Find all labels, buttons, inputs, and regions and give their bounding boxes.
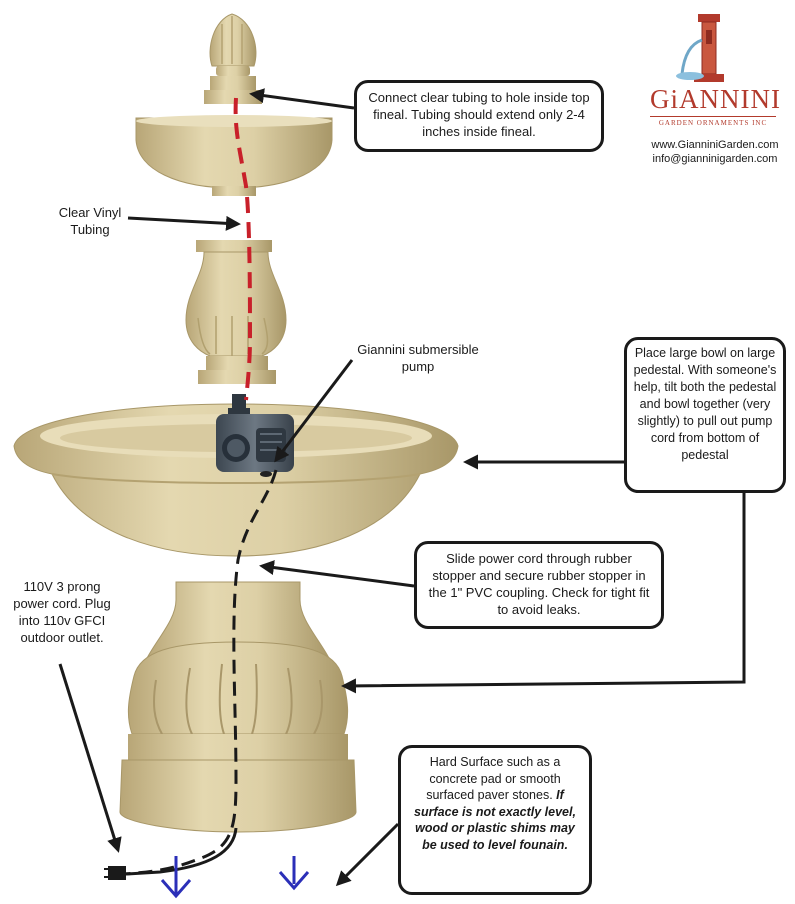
large-bowl-callout-text: Place large bowl on large pedestal. With… (634, 346, 777, 462)
top-fineal-callout: Connect clear tubing to hole inside top … (354, 80, 604, 152)
brand-name: GiANNINI (650, 84, 776, 114)
power-cord-callout-text: Slide power cord through rubber stopper … (429, 551, 650, 617)
top-finial (204, 14, 262, 104)
top-bowl (136, 115, 332, 196)
brand-tagline: GARDEN ORNAMENTS INC (650, 116, 776, 128)
top-fineal-callout-text: Connect clear tubing to hole inside top … (368, 90, 589, 139)
large-bowl-callout: Place large bowl on large pedestal. With… (624, 337, 786, 493)
power-plug-label: 110V 3 prong power cord. Plug into 110v … (6, 578, 118, 646)
power-cord-solid (126, 828, 236, 874)
pump-label-text: Giannini submersible pump (357, 342, 478, 374)
clear-tubing-label-text: Clear Vinyl Tubing (59, 205, 122, 237)
clear-tubing-label: Clear Vinyl Tubing (44, 204, 136, 238)
lower-pedestal (120, 582, 356, 832)
power-cord-callout: Slide power cord through rubber stopper … (414, 541, 664, 629)
hard-surface-callout: Hard Surface such as a concrete pad or s… (398, 745, 592, 895)
email-link[interactable]: info@gianninigarden.com (640, 152, 790, 166)
website-link[interactable]: www.GianniniGarden.com (640, 138, 790, 152)
giannini-logo-icon (676, 14, 724, 82)
ground-down-arrows (162, 856, 308, 896)
pump-label: Giannini submersible pump (344, 341, 492, 375)
middle-pedestal (186, 240, 286, 384)
plug-icon (104, 866, 126, 880)
hard-surface-callout-text: Hard Surface such as a concrete pad or s… (426, 755, 560, 802)
power-plug-label-text: 110V 3 prong power cord. Plug into 110v … (13, 579, 111, 645)
